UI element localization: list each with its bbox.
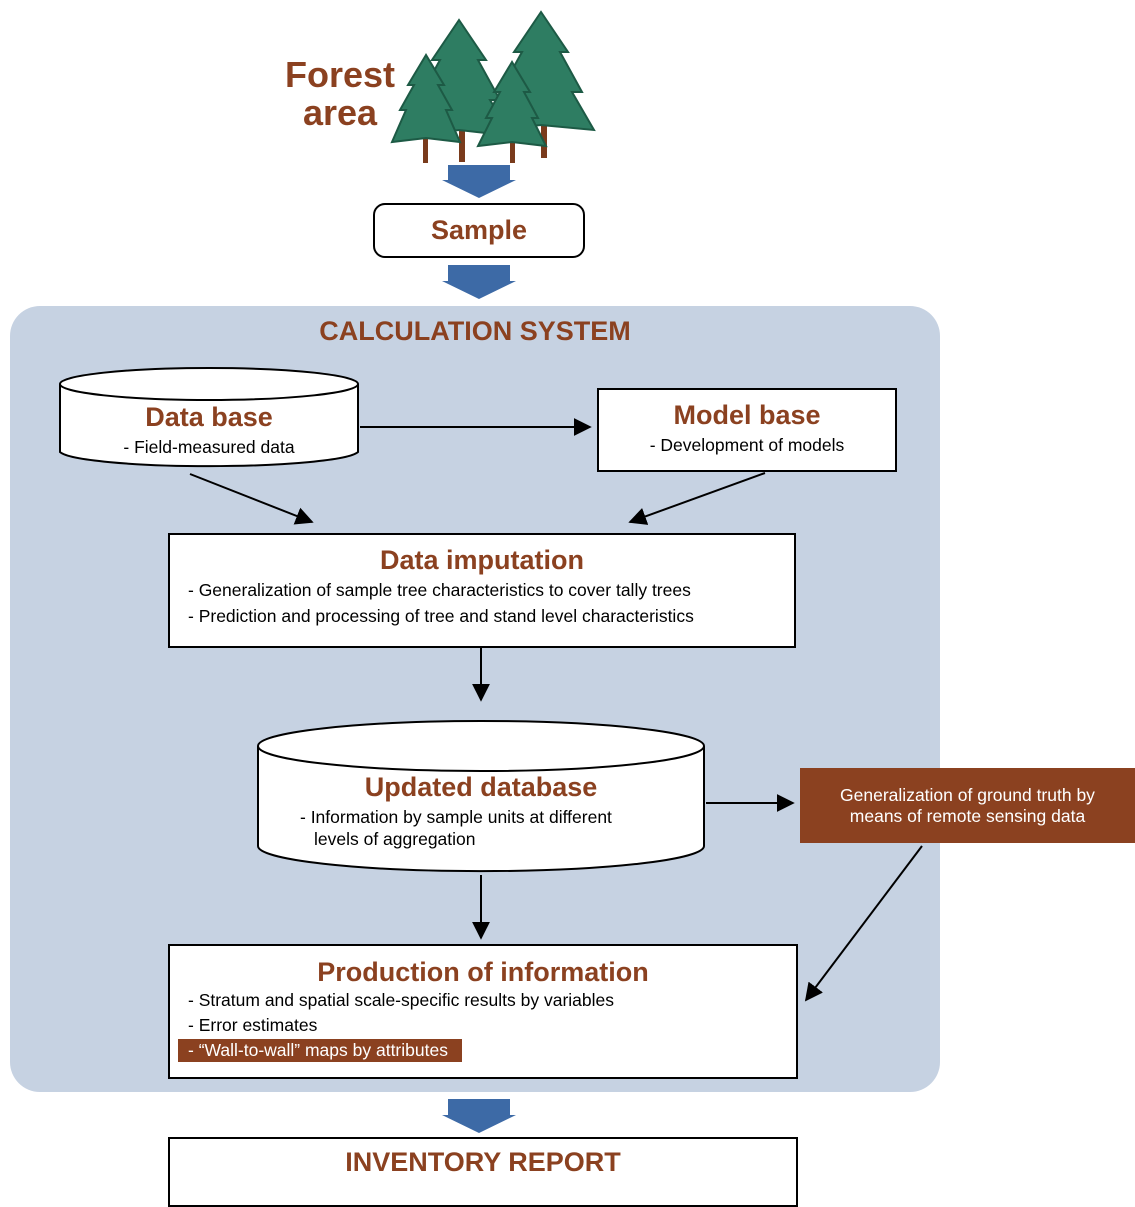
remote-sensing-line1: Generalization of ground truth by <box>840 784 1095 805</box>
sample-label: Sample <box>430 215 528 245</box>
production-item-1: - Stratum and spatial scale-specific res… <box>188 990 615 1010</box>
model-base-item: - Development of models <box>649 435 845 455</box>
forest-title-line2: area <box>302 92 378 133</box>
arrow-forest-to-sample <box>442 165 516 198</box>
updated-database-item-line2: levels of aggregation <box>314 829 476 849</box>
data-imputation-item-1: - Generalization of sample tree characte… <box>188 580 691 600</box>
calculation-system-title: CALCULATION SYSTEM <box>319 316 631 346</box>
model-base-title: Model base <box>673 400 821 430</box>
data-base-item: - Field-measured data <box>123 437 295 457</box>
forest-area-title: Forest area <box>285 56 395 132</box>
forest-title-line1: Forest <box>285 54 396 95</box>
production-title: Production of information <box>317 957 649 987</box>
updated-database-title: Updated database <box>364 772 598 802</box>
production-box: Production of information - Stratum and … <box>168 944 798 1079</box>
inventory-report-title: INVENTORY REPORT <box>345 1147 621 1177</box>
data-base-cylinder <box>59 367 359 468</box>
remote-sensing-box: Generalization of ground truth by means … <box>800 768 1135 843</box>
arrow-calc-to-report <box>442 1099 516 1133</box>
updated-database-text: Updated database - Information by sample… <box>258 772 704 850</box>
production-item-3-highlight: - “Wall-to-wall” maps by attributes <box>178 1039 462 1062</box>
forest-trees-icon <box>390 10 596 163</box>
data-base-title: Data base <box>145 402 273 432</box>
updated-database-cylinder <box>257 720 705 873</box>
remote-sensing-line2: means of remote sensing data <box>849 805 1086 826</box>
arrow-sample-to-calc <box>442 265 516 299</box>
inventory-report-box: INVENTORY REPORT <box>168 1137 798 1207</box>
production-item-2: - Error estimates <box>188 1015 318 1035</box>
arrow-remote-to-production <box>804 845 923 1002</box>
data-imputation-item-2: - Prediction and processing of tree and … <box>188 606 694 626</box>
arrow-modelbase-to-imputation <box>628 472 766 525</box>
model-base-box: Model base - Development of models <box>597 388 897 472</box>
updated-database-item-line1: - Information by sample units at differe… <box>300 807 612 827</box>
data-imputation-box: Data imputation - Generalization of samp… <box>168 533 796 648</box>
data-imputation-title: Data imputation <box>379 545 584 575</box>
arrow-database-to-imputation <box>189 473 314 525</box>
sample-box: Sample <box>373 203 585 258</box>
data-base-text: Data base - Field-measured data <box>60 402 358 458</box>
